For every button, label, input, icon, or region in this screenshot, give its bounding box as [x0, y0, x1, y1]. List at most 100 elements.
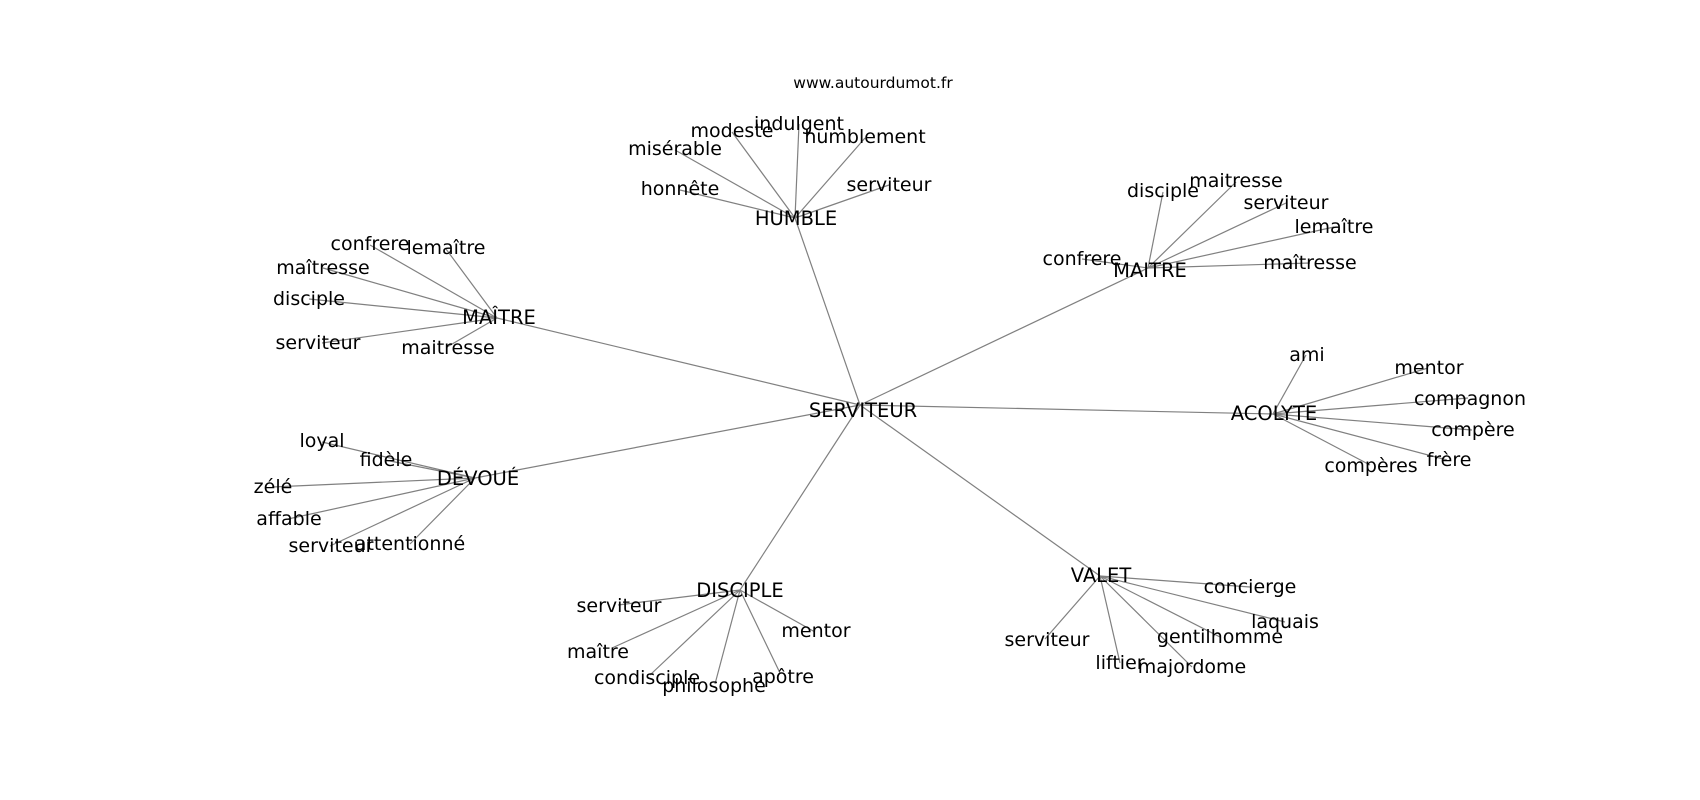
edge-maitre2-serviteur [321, 317, 498, 344]
leaf-devoue-attentionne[interactable]: attentionné [355, 533, 465, 555]
leaf-acolyte-ami[interactable]: ami [1289, 344, 1324, 366]
leaf-humble-honnete[interactable]: honnête [641, 178, 720, 200]
edge-acolyte-compere [1272, 413, 1473, 431]
leaf-maitre2-maitresse-2[interactable]: maitresse [401, 337, 494, 359]
edge-humble-honnete [679, 189, 796, 219]
edge-humble-humblement [794, 137, 866, 219]
leaf-maitre-disciple[interactable]: disciple [1127, 180, 1199, 202]
edge-devoue-attentionne [409, 477, 476, 545]
edge-disciple-mentor [739, 589, 816, 633]
leaf-devoue-serviteur[interactable]: serviteur [289, 535, 374, 557]
edge-root-valet [859, 404, 1101, 577]
leaf-maitre-maitresse-2[interactable]: maîtresse [1263, 252, 1356, 274]
edge-root-acolyte [859, 404, 1274, 415]
edge-maitre2-maitresse [322, 267, 498, 319]
edge-acolyte-compagnon [1272, 397, 1469, 415]
edge-devoue-zele [271, 477, 476, 488]
edge-maitre2-lemaitre [445, 248, 498, 319]
cluster-node-maitre-circumflex[interactable]: MAÎTRE [462, 306, 536, 329]
leaf-maitre2-confrere[interactable]: confrere [331, 233, 410, 255]
leaf-disciple-maitre[interactable]: maître [567, 641, 629, 663]
edge-valet-laquais [1099, 575, 1286, 623]
leaf-devoue-fidele[interactable]: fidèle [360, 449, 413, 471]
edge-humble-indulgent [794, 123, 800, 219]
leaf-maitre-confrere[interactable]: confrere [1043, 248, 1122, 270]
edge-disciple-apotre [739, 589, 781, 674]
edge-valet-gentilhomme [1099, 575, 1221, 638]
edge-root-humble [794, 217, 861, 406]
leaf-maitre2-disciple[interactable]: disciple [273, 288, 345, 310]
edge-root-disciple [739, 404, 861, 591]
leaf-disciple-serviteur[interactable]: serviteur [577, 595, 662, 617]
leaf-maitre2-lemaitre[interactable]: lemaître [407, 237, 486, 259]
leaf-valet-serviteur[interactable]: serviteur [1005, 629, 1090, 651]
edge-devoue-affable [287, 477, 476, 520]
leaf-acolyte-mentor[interactable]: mentor [1394, 357, 1463, 379]
leaf-valet-concierge[interactable]: concierge [1204, 576, 1297, 598]
edge-acolyte-frere [1272, 413, 1448, 461]
leaf-acolyte-frere[interactable]: frère [1427, 449, 1472, 471]
edge-acolyte-mentor [1272, 367, 1429, 415]
leaf-devoue-zele[interactable]: zélé [254, 476, 293, 498]
edge-humble-serviteur [794, 184, 890, 219]
edge-maitre-serviteur [1147, 202, 1287, 269]
edge-valet-serviteur [1044, 575, 1101, 640]
edge-disciple-condisciple [649, 589, 741, 676]
cluster-node-valet[interactable]: VALET [1071, 564, 1132, 587]
leaf-devoue-affable[interactable]: affable [256, 508, 321, 530]
leaf-humble-serviteur[interactable]: serviteur [847, 174, 932, 196]
leaf-humble-indulgent[interactable]: indulgent [754, 113, 844, 135]
edge-maitre-confrere [1081, 258, 1149, 269]
cluster-node-humble[interactable]: HUMBLE [755, 207, 837, 230]
edges-layer [271, 123, 1473, 685]
leaf-disciple-philosophe[interactable]: philosophe [662, 675, 766, 697]
leaf-humble-miserable[interactable]: misérable [628, 138, 722, 160]
site-url: www.autourdumot.fr [793, 74, 953, 92]
edge-maitre2-confrere [369, 244, 498, 319]
edge-root-devoue [474, 404, 861, 479]
leaf-acolyte-compere[interactable]: compère [1431, 419, 1514, 441]
leaf-maitre-lemaitre[interactable]: lemaître [1295, 216, 1374, 238]
cluster-node-disciple[interactable]: DISCIPLE [696, 579, 783, 602]
edge-root-maitre [859, 267, 1149, 406]
leaf-maitre2-maitresse[interactable]: maîtresse [276, 257, 369, 279]
edge-devoue-serviteur [329, 477, 476, 547]
edge-maitre-maitresse [1147, 181, 1237, 269]
cluster-node-acolyte[interactable]: ACOLYTE [1231, 402, 1317, 425]
edge-maitre-lemaitre [1147, 226, 1335, 269]
leaf-valet-laquais[interactable]: laquais [1251, 611, 1319, 633]
leaf-acolyte-comperes[interactable]: compères [1324, 455, 1417, 477]
edge-devoue-loyal [321, 441, 476, 479]
leaf-humble-humblement[interactable]: humblement [804, 126, 925, 148]
leaf-disciple-apotre[interactable]: apôtre [752, 666, 814, 688]
edge-acolyte-comperes [1272, 413, 1371, 466]
root-node[interactable]: SERVITEUR [809, 399, 917, 422]
cluster-node-devoue[interactable]: DÉVOUÉ [437, 467, 519, 490]
edge-maitre-maitresse2 [1147, 262, 1311, 269]
edge-maitre2-maitresse2 [446, 317, 498, 348]
leaf-valet-majordome[interactable]: majordome [1138, 656, 1246, 678]
leaf-acolyte-compagnon[interactable]: compagnon [1414, 388, 1526, 410]
edge-devoue-fidele [384, 459, 476, 479]
leaf-valet-gentilhomme[interactable]: gentilhomme [1157, 626, 1283, 648]
leaf-valet-liftier[interactable]: liftier [1095, 652, 1144, 674]
edge-humble-miserable [674, 149, 796, 219]
edge-root-maitre-circumflex [496, 317, 861, 406]
edge-valet-liftier [1099, 575, 1121, 664]
leaf-maitre-maitresse[interactable]: maitresse [1189, 170, 1282, 192]
edge-valet-majordome [1099, 575, 1193, 668]
edge-disciple-philosophe [714, 589, 741, 685]
leaf-humble-modeste[interactable]: modeste [691, 120, 774, 142]
edge-disciple-maitre [611, 589, 741, 649]
leaf-disciple-condisciple[interactable]: condisciple [594, 667, 700, 689]
leaf-devoue-loyal[interactable]: loyal [299, 430, 344, 452]
edge-humble-modeste [731, 131, 796, 219]
leaf-disciple-mentor[interactable]: mentor [781, 620, 850, 642]
leaf-maitre-serviteur[interactable]: serviteur [1244, 192, 1329, 214]
cluster-node-maitre[interactable]: MAITRE [1113, 259, 1187, 282]
edge-maitre-disciple [1147, 191, 1164, 269]
edge-acolyte-ami [1272, 354, 1307, 415]
leaf-maitre2-serviteur[interactable]: serviteur [276, 332, 361, 354]
labels-layer: SERVITEUR HUMBLE misérable modeste indul… [254, 113, 1526, 697]
